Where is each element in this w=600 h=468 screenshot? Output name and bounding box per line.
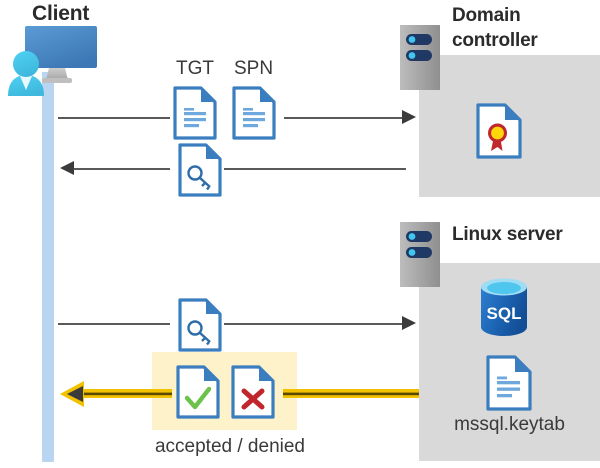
- client-title: Client: [32, 2, 90, 25]
- certificate-document-icon: [476, 103, 522, 159]
- client-computer-icon: [6, 24, 106, 86]
- flow-ticket-line-left: [72, 168, 170, 170]
- flow-request-line-left: [58, 117, 170, 119]
- flow-request-arrowhead: [402, 108, 420, 126]
- flow-present-line-left: [58, 323, 170, 325]
- flow-verdict-line-left: [82, 388, 172, 400]
- client-lifeline: [42, 72, 54, 462]
- flow-verdict-line-right: [283, 388, 419, 400]
- domain-controller-title: Domain controller: [452, 5, 538, 51]
- domain-controller-rack-icon: [400, 25, 440, 90]
- keytab-document-icon: [486, 355, 532, 411]
- accepted-document-icon: [176, 365, 220, 419]
- linux-server-rack-icon: [400, 222, 440, 287]
- flow-request-line-right: [284, 117, 406, 119]
- tgt-document-icon: [173, 86, 217, 140]
- svg-text:SQL: SQL: [487, 304, 522, 323]
- spn-document-icon: [232, 86, 276, 140]
- verdict-highlight-box: [152, 352, 297, 430]
- flow-ticket-line-right: [224, 168, 406, 170]
- present-key-document-icon: [178, 298, 222, 352]
- ticket-key-document-icon: [178, 143, 222, 197]
- denied-document-icon: [231, 365, 275, 419]
- verdict-label: accepted / denied: [154, 436, 305, 457]
- flow-ticket-arrowhead: [58, 159, 76, 177]
- client-person-icon: [2, 48, 54, 98]
- flow-present-arrowhead: [402, 314, 420, 332]
- keytab-label: mssql.keytab: [454, 414, 565, 435]
- tgt-label: TGT: [176, 58, 214, 79]
- linux-server-title: Linux server: [452, 224, 563, 245]
- flow-present-line-right: [224, 323, 406, 325]
- flow-verdict-arrowhead: [58, 379, 88, 409]
- spn-label: SPN: [234, 58, 274, 79]
- sql-database-icon: SQL: [477, 277, 531, 337]
